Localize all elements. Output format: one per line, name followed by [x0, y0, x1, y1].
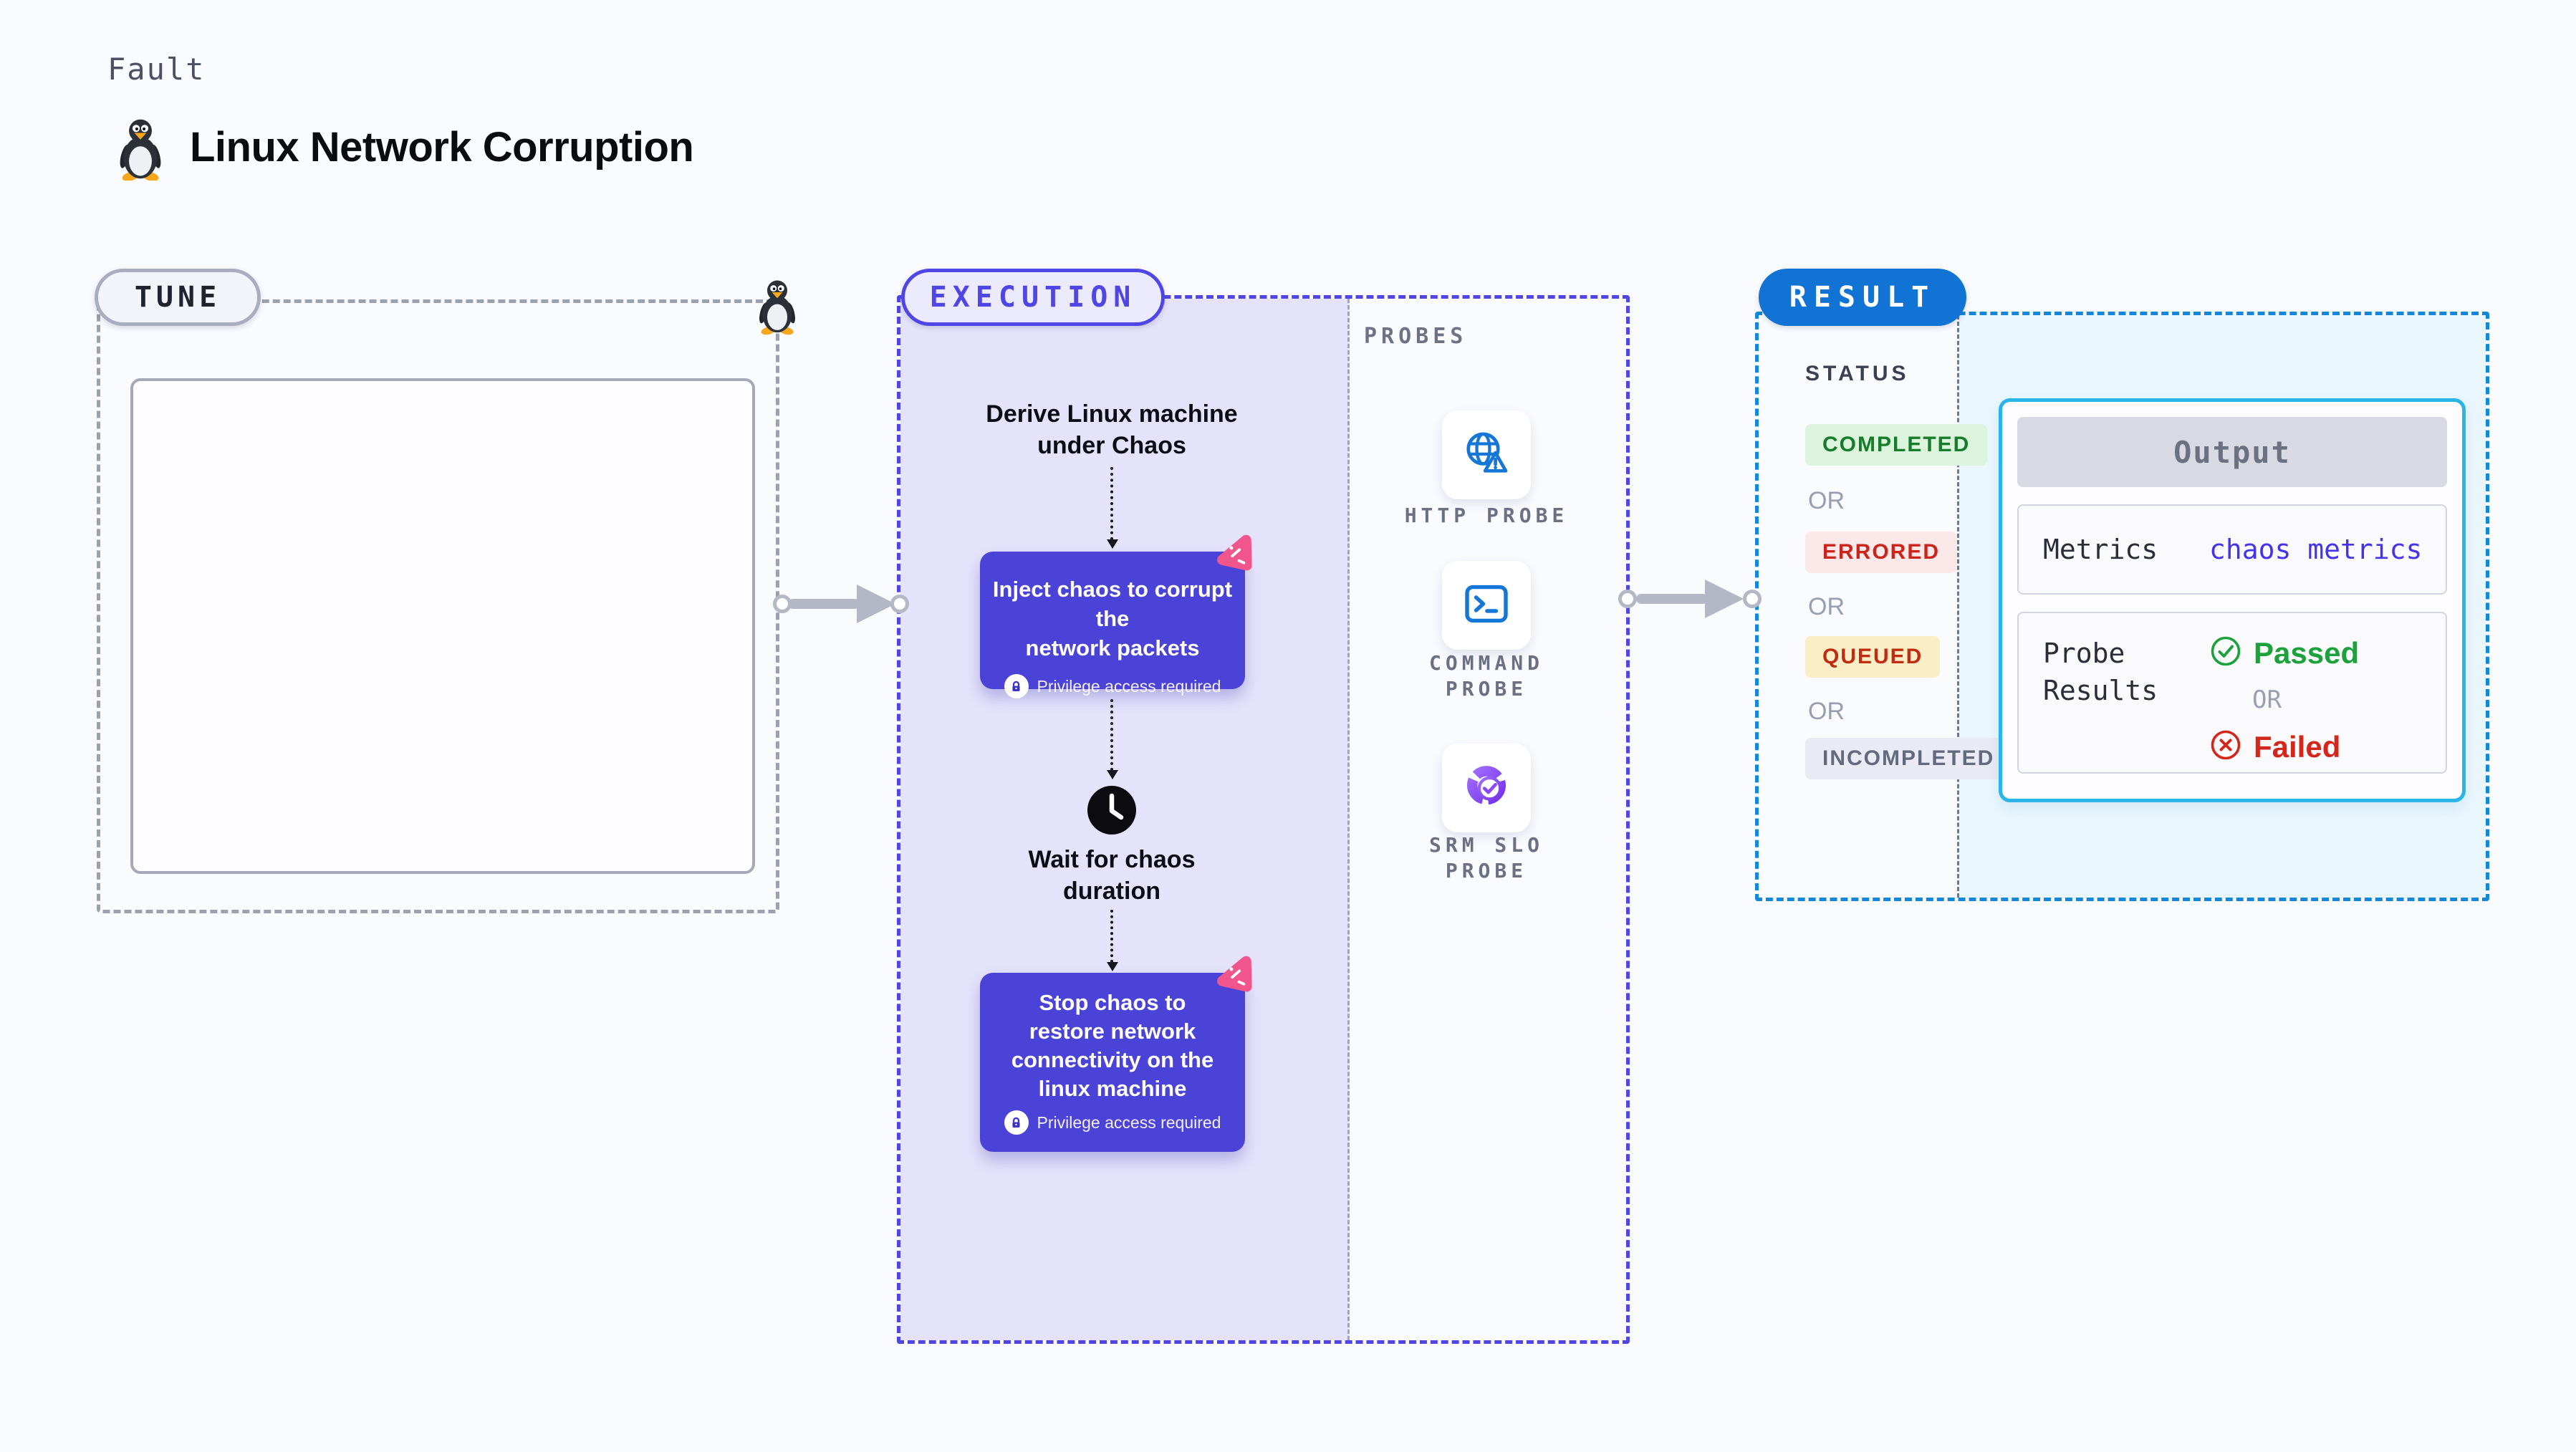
- result-divider: [1957, 315, 1959, 898]
- user-inputs-card: [130, 378, 755, 874]
- status-or-label: OR: [1808, 593, 1845, 620]
- output-or-label: OR: [2252, 686, 2282, 714]
- x-circle-icon: [2209, 729, 2242, 765]
- page-title: Linux Network Corruption: [190, 124, 694, 170]
- metrics-row: Metrics chaos metrics: [2017, 504, 2447, 595]
- probes-label: PROBES: [1364, 324, 1468, 349]
- result-badge: RESULT: [1759, 269, 1966, 326]
- connector-dot: [1743, 590, 1762, 608]
- chaos-pink-icon: [1212, 950, 1259, 1000]
- flow-arrow-down: [1107, 699, 1118, 779]
- linux-penguin-icon: [113, 116, 168, 184]
- probe-failed: Failed: [2209, 729, 2359, 765]
- linux-penguin-icon: [754, 277, 801, 339]
- tune-to-execution-arrowhead: [857, 585, 895, 623]
- status-heading: STATUS: [1805, 362, 1910, 385]
- http-probe-card: [1442, 410, 1531, 499]
- slo-donut-check-icon: [1461, 761, 1512, 816]
- status-errored-badge: ERRORED: [1805, 532, 1958, 573]
- chaos-metrics-link[interactable]: chaos metrics: [2209, 534, 2423, 565]
- flow-arrow-down: [1107, 910, 1118, 971]
- execution-badge: EXECUTION: [901, 269, 1165, 326]
- status-or-label: OR: [1808, 487, 1845, 514]
- command-probe-card: [1442, 561, 1531, 650]
- privilege-badge: Privilege access required: [1004, 1110, 1221, 1135]
- connector-dot: [773, 595, 792, 613]
- clock-icon: [1086, 784, 1138, 840]
- output-title: Output: [2017, 417, 2447, 487]
- failed-label: Failed: [2254, 729, 2341, 764]
- privilege-badge: Privilege access required: [1004, 674, 1221, 698]
- lock-icon: [1004, 1110, 1029, 1135]
- srm-slo-probe-label: SRM SLO PROBE: [1428, 833, 1544, 883]
- probe-results-row: Probe Results Passed OR: [2017, 612, 2447, 774]
- privilege-badge-text: Privilege access required: [1037, 676, 1221, 696]
- terminal-icon: [1461, 578, 1512, 633]
- probe-passed: Passed: [2209, 635, 2359, 671]
- status-queued-badge: QUEUED: [1805, 636, 1941, 678]
- connector-dot: [890, 595, 909, 613]
- check-circle-icon: [2209, 635, 2242, 671]
- lock-icon: [1004, 674, 1029, 698]
- command-probe-label: COMMAND PROBE: [1428, 651, 1544, 701]
- connector-dot: [1618, 590, 1637, 608]
- probe-results-label: Probe Results: [2043, 638, 2158, 706]
- wait-step-text: Wait for chaos duration: [1028, 846, 1196, 905]
- execution-to-result-arrow: [1636, 594, 1708, 604]
- metrics-label: Metrics: [2043, 534, 2158, 565]
- execution-section-box: [897, 295, 1630, 1344]
- privilege-badge-text: Privilege access required: [1037, 1112, 1221, 1132]
- fault-kicker: Fault: [107, 52, 206, 87]
- chaos-pink-icon: [1212, 529, 1259, 579]
- status-completed-badge: COMPLETED: [1805, 424, 1988, 466]
- status-or-label: OR: [1808, 698, 1845, 725]
- tune-to-execution-arrow: [788, 599, 860, 609]
- tune-badge: TUNE: [95, 269, 261, 326]
- stop-chaos-text: Stop chaos to: [1039, 990, 1186, 1015]
- flow-arrow-down: [1107, 467, 1118, 549]
- status-incompleted-badge: INCOMPLETED: [1805, 738, 2012, 779]
- passed-label: Passed: [2254, 635, 2360, 670]
- execution-to-result-arrowhead: [1705, 580, 1744, 618]
- srm-slo-probe-card: [1442, 744, 1531, 832]
- stop-chaos-step: Stop chaos to restore network connectivi…: [980, 956, 1252, 1152]
- globe-alert-icon: [1461, 428, 1512, 483]
- inject-chaos-step: Inject chaos to corrupt the network pack…: [980, 534, 1252, 698]
- inject-chaos-text: Inject chaos to corrupt the: [992, 577, 1233, 631]
- http-probe-label: HTTP PROBE: [1404, 504, 1569, 527]
- derive-step-text: Derive Linux machine under Chaos: [986, 400, 1238, 459]
